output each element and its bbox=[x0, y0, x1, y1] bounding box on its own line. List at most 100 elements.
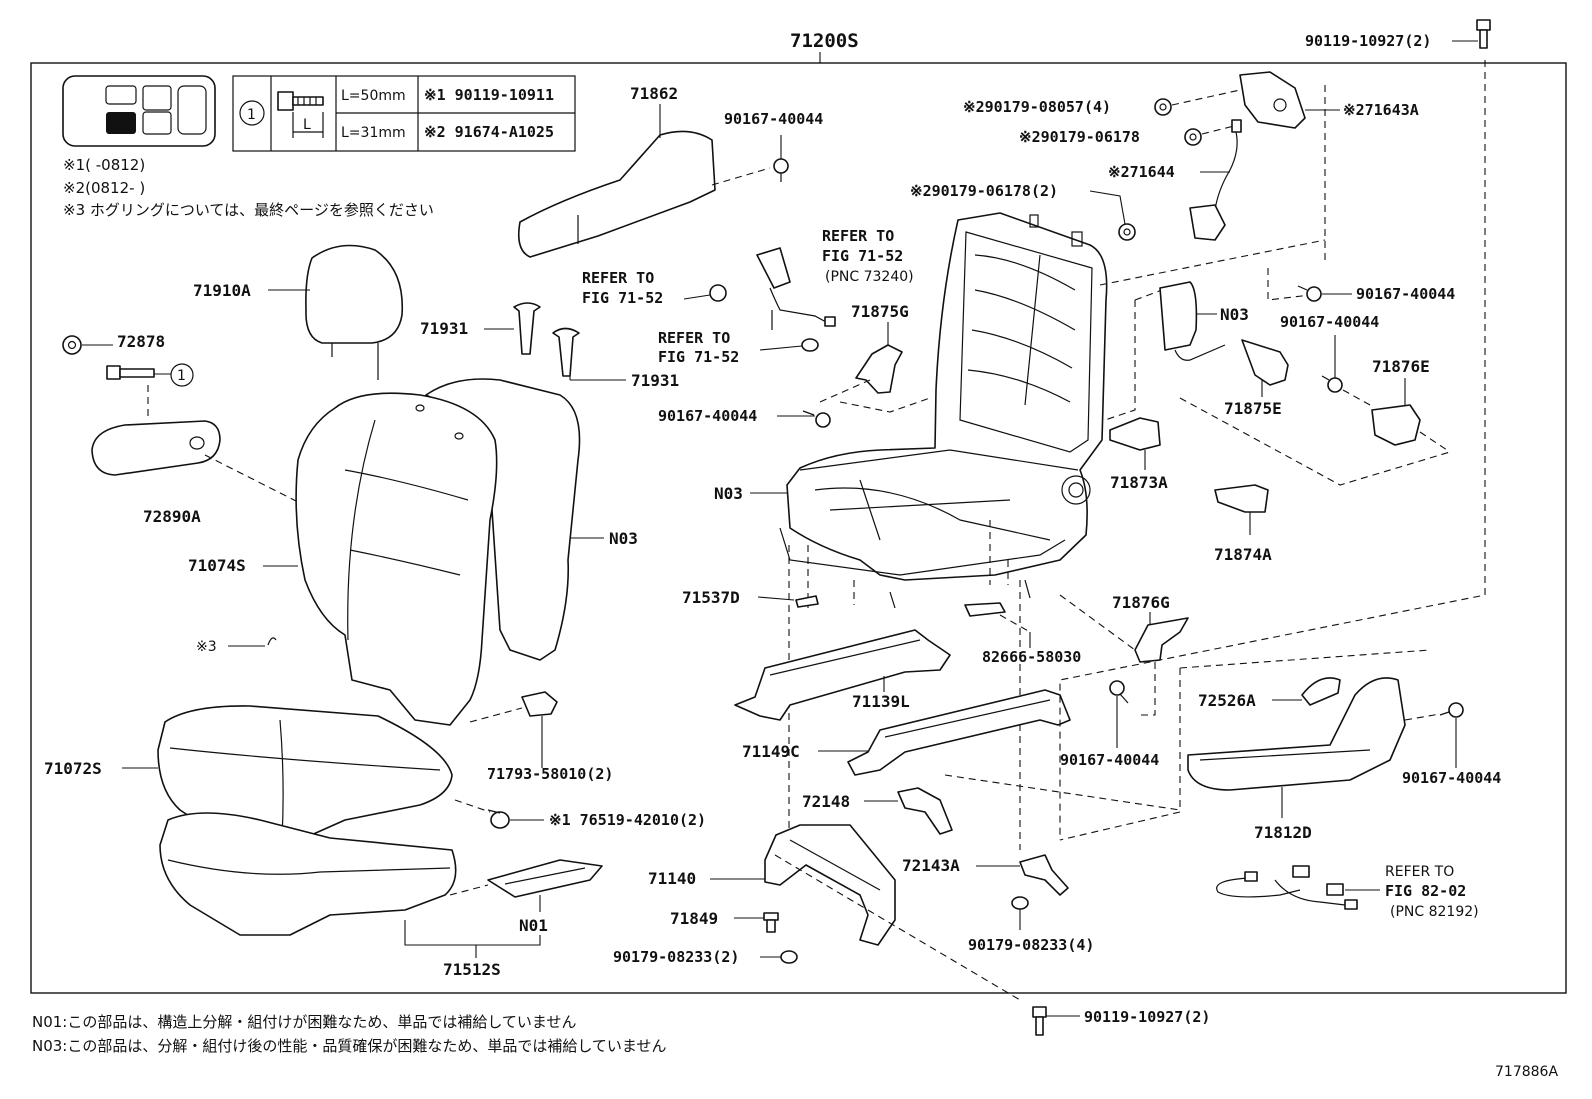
label-71072S: 71072S bbox=[44, 759, 102, 778]
label-N01: N01 bbox=[519, 916, 548, 935]
screw-icon-90167-b bbox=[802, 410, 831, 428]
label-71876E: 71876E bbox=[1372, 357, 1430, 376]
label-71512S: 71512S bbox=[443, 960, 501, 979]
label-N03-c: N03 bbox=[1220, 305, 1249, 324]
label-71644: ※271644 bbox=[1108, 163, 1175, 181]
label-90167-c: 90167-40044 bbox=[1356, 285, 1455, 303]
label-72143A: 72143A bbox=[902, 856, 960, 875]
rail-71149C-drawing bbox=[847, 689, 1071, 776]
hog-ring-icon bbox=[267, 637, 277, 646]
clip-icon-71793 bbox=[521, 691, 558, 717]
label-71875E: 71875E bbox=[1224, 399, 1282, 418]
seat-heater-drawing bbox=[487, 859, 603, 898]
label-72148: 72148 bbox=[802, 792, 850, 811]
label-71874A: 71874A bbox=[1214, 545, 1272, 564]
label-71139L: 71139L bbox=[852, 692, 910, 711]
knob-72526A-drawing bbox=[1301, 677, 1341, 706]
refer-2-line1: REFER TO bbox=[822, 227, 894, 245]
clip-icon-76519 bbox=[487, 809, 510, 829]
screw-icon-90167-c bbox=[1297, 285, 1322, 302]
pin-icon-71849 bbox=[763, 912, 779, 933]
bracket-71140-drawing bbox=[764, 824, 896, 946]
label-71643A: ※271643A bbox=[1343, 101, 1419, 119]
label-76519: ※1 76519-42010(2) bbox=[549, 811, 706, 829]
rail-71139L-drawing bbox=[734, 629, 951, 721]
bracket-71876E-drawing bbox=[1371, 404, 1421, 446]
nut-icon-90179-06178-b bbox=[1118, 223, 1136, 241]
note-N01: N01:この部品は、構造上分解・組付けが困難なため、単品では補給していません bbox=[32, 1013, 576, 1031]
seat-cushion-cover-drawing bbox=[157, 705, 453, 842]
label-90179-a: 90179-08233(2) bbox=[613, 948, 739, 966]
recliner-71643A-drawing bbox=[1239, 71, 1306, 129]
label-82666: 82666-58030 bbox=[982, 648, 1081, 666]
assembly-title: 71200S bbox=[790, 30, 859, 52]
label-90167-a: 90167-40044 bbox=[724, 110, 823, 128]
fastener-row2-part: ※2 91674-A1025 bbox=[424, 123, 554, 141]
label-71537D: 71537D bbox=[682, 588, 740, 607]
side-shield-71862-drawing bbox=[517, 130, 716, 258]
screw-icon-90167-e bbox=[1109, 680, 1129, 704]
label-71149C: 71149C bbox=[742, 742, 800, 761]
refer-4-line2: FIG 82-02 bbox=[1385, 882, 1466, 900]
screw-icon-90167-f bbox=[1439, 702, 1464, 718]
label-72526A: 72526A bbox=[1198, 691, 1256, 710]
label-90167-f: 90167-40044 bbox=[1402, 769, 1501, 787]
nut-icon-90179-08057 bbox=[1154, 98, 1172, 116]
bracket-71875G-drawing bbox=[855, 344, 903, 394]
bracket-72143A-drawing bbox=[1019, 854, 1069, 896]
refer-3-line2: FIG 71-52 bbox=[658, 348, 739, 366]
armrest-drawing bbox=[91, 420, 221, 476]
label-72890A: 72890A bbox=[143, 507, 201, 526]
bolt-circle-number: 1 bbox=[177, 368, 186, 384]
label-71931-b: 71931 bbox=[631, 371, 679, 390]
seat-cushion-pad-drawing bbox=[159, 812, 457, 936]
figure-id: 717886A bbox=[1495, 1064, 1558, 1080]
label-71876G: 71876G bbox=[1112, 593, 1170, 612]
seatbelt-buckle-drawing bbox=[756, 247, 836, 330]
note-N03: N03:この部品は、分解・組付け後の性能・品質確保が困難なため、単品では補給して… bbox=[32, 1037, 666, 1055]
refer-4-line1: REFER TO bbox=[1385, 864, 1454, 880]
nut-icon-90179-b bbox=[1011, 896, 1029, 910]
screw-icon-90167-d bbox=[1321, 375, 1343, 393]
label-90179-06178-a: ※290179-06178 bbox=[1019, 128, 1140, 146]
label-90167-e: 90167-40044 bbox=[1060, 751, 1159, 769]
bracket-71876G-drawing bbox=[1134, 617, 1189, 663]
fastener-circle-number: 1 bbox=[247, 107, 256, 123]
label-71074S: 71074S bbox=[188, 556, 246, 575]
label-ref3: ※3 bbox=[196, 639, 217, 655]
label-71931-a: 71931 bbox=[420, 319, 468, 338]
label-90119-top: 90119-10927(2) bbox=[1305, 32, 1431, 50]
fastener-row1-part: ※1 90119-10911 bbox=[424, 86, 554, 104]
wire-harness-drawing bbox=[1216, 865, 1358, 910]
thumbnail-icon bbox=[62, 75, 216, 147]
bracket-71875E-drawing bbox=[1241, 339, 1289, 386]
label-71793: 71793-58010(2) bbox=[487, 765, 613, 783]
refer-2-line2: FIG 71-52 bbox=[822, 247, 903, 265]
bracket-71873A-drawing bbox=[1109, 417, 1161, 451]
label-90179-08057: ※290179-08057(4) bbox=[963, 98, 1111, 116]
side-cover-71812D-drawing bbox=[1187, 677, 1406, 791]
label-90179-06178-b: ※290179-06178(2) bbox=[910, 182, 1058, 200]
diagram-frame bbox=[30, 62, 1567, 994]
label-90167-d: 90167-40044 bbox=[1280, 313, 1379, 331]
label-71140: 71140 bbox=[648, 869, 696, 888]
nut-icon-72878 bbox=[62, 335, 82, 355]
clip-icon-71931-b bbox=[552, 327, 580, 377]
label-N03-a: N03 bbox=[609, 529, 638, 548]
remark-1: ※1( -0812) bbox=[63, 156, 145, 174]
bracket-71874A-drawing bbox=[1214, 484, 1269, 513]
nut-icon-90179-a bbox=[780, 950, 798, 964]
label-71812D: 71812D bbox=[1254, 823, 1312, 842]
cable-71644-drawing bbox=[1189, 119, 1242, 241]
pad-71537D-drawing bbox=[795, 595, 819, 608]
nut-icon-90179-06178-a bbox=[1184, 128, 1202, 146]
bolt-icon-90119-top bbox=[1476, 19, 1491, 49]
label-71862: 71862 bbox=[630, 84, 678, 103]
label-72878: 72878 bbox=[117, 332, 165, 351]
label-90179-b: 90179-08233(4) bbox=[968, 936, 1094, 954]
headrest-drawing bbox=[305, 244, 404, 380]
seat-frame-drawing bbox=[779, 212, 1108, 609]
label-71873A: 71873A bbox=[1110, 473, 1168, 492]
refer-1-line2: FIG 71-52 bbox=[582, 289, 663, 307]
